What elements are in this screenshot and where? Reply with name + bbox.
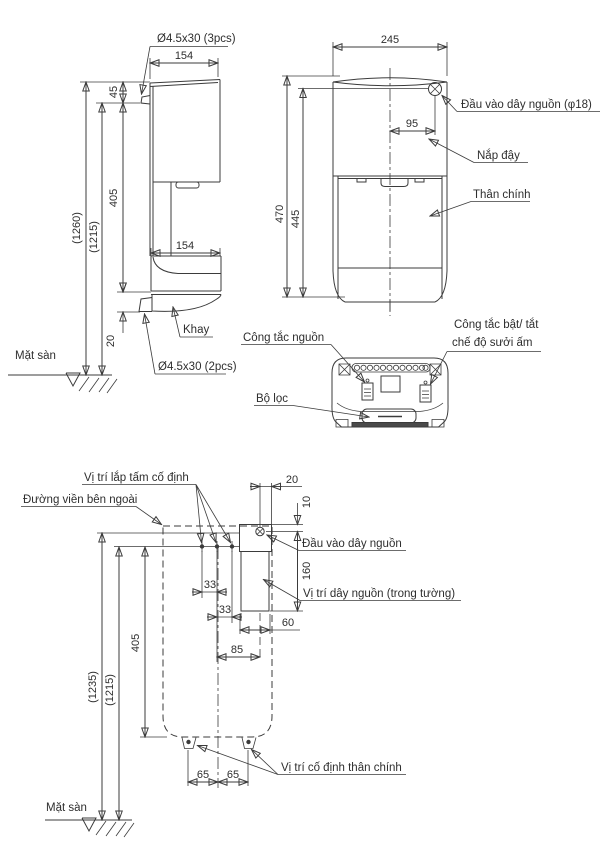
dim-160: 160 <box>301 562 313 580</box>
front-view: 245 470 445 95 Đầu vào dây nguồn (φ18) N… <box>274 34 600 312</box>
install-view: Vị trí lắp tấm cố định Đường viền bên ng… <box>21 471 461 837</box>
install-label-cable-position: Vị trí dây nguồn (trong tường) <box>264 580 462 601</box>
front-dim-inlet-offset: 95 <box>390 96 435 135</box>
floor-label-side: Mặt sàn <box>15 350 56 362</box>
install-dim-405: 405 <box>130 547 145 737</box>
front-dim-heights: 470 445 <box>274 76 428 297</box>
cover-label: Nắp đậy <box>477 149 520 162</box>
front-dim-width: 245 <box>333 34 447 76</box>
dim-65a: 65 <box>197 769 209 781</box>
dim-470: 470 <box>274 205 286 223</box>
front-label-main-body: Thân chính <box>430 189 531 216</box>
side-label-tray: Khay <box>173 307 213 337</box>
dim-85: 85 <box>231 644 243 656</box>
dim-1215-side: (1215) <box>88 221 100 253</box>
install-dim-160: 160 <box>270 532 313 612</box>
side-label-screws-bottom: Ø4.5x30 (2pcs) <box>145 314 237 374</box>
cable-region <box>241 552 269 612</box>
bottom-label-filter: Bộ lọc <box>254 393 369 417</box>
power-inlet-label-install: Đầu vào dây nguồn <box>302 538 402 550</box>
dim-20-install: 20 <box>286 474 298 486</box>
side-dim-45: 45 <box>108 82 123 103</box>
top-mount-tab <box>141 96 150 105</box>
side-dim-width-top: 154 <box>150 50 218 79</box>
dim-1235: (1235) <box>87 671 99 703</box>
dim-95: 95 <box>406 118 418 130</box>
heater-switch-label-line1: Công tắc bật/ tắt <box>454 318 539 331</box>
body-fixing-label: Vị trí cố định thân chính <box>281 762 402 774</box>
install-label-body-fixing: Vị trí cố định thân chính <box>198 746 407 775</box>
dim-1260: (1260) <box>71 212 83 244</box>
install-dim-33a: 33 <box>192 551 227 598</box>
install-dim-1235: (1235) <box>87 533 102 820</box>
dim-45: 45 <box>108 86 120 98</box>
dim-1215-install: (1215) <box>104 674 116 706</box>
bottom-mount-foot <box>139 298 152 312</box>
install-label-power-inlet: Đầu vào dây nguồn <box>267 535 406 551</box>
body-fixing-points <box>182 738 256 749</box>
floor-label-install: Mặt sàn <box>46 802 87 814</box>
floor-symbol-side <box>66 373 80 386</box>
power-switch-label: Công tắc nguồn <box>243 331 324 344</box>
dim-33a: 33 <box>204 579 216 591</box>
install-dim-33b: 33 <box>207 551 242 623</box>
outer-outline-label: Đường viền bên ngoài <box>23 494 137 506</box>
side-label-screws-top: Ø4.5x30 (3pcs) <box>142 33 236 94</box>
cable-position-label: Vị trí dây nguồn (trong tường) <box>303 588 455 600</box>
front-view-body-outline <box>333 68 447 312</box>
side-view: 154 Ø4.5x30 (3pcs) (1260) (1215) 45 405 <box>8 33 237 393</box>
fixing-plate <box>240 525 272 612</box>
power-inlet-label: Đầu vào dây nguồn (φ18) <box>461 99 592 111</box>
main-body-label: Thân chính <box>473 189 531 201</box>
front-label-cover: Nắp đậy <box>429 139 528 163</box>
bottom-label-power-switch: Công tắc nguồn <box>241 331 365 382</box>
dim-445: 445 <box>290 210 302 228</box>
bottom-center-port <box>381 376 400 392</box>
dim-154-top: 154 <box>175 50 193 62</box>
install-dim-20: 20 <box>250 474 302 527</box>
dim-65b: 65 <box>227 769 239 781</box>
floor-symbol-install <box>82 818 96 831</box>
dim-245: 245 <box>381 34 399 46</box>
side-dim-width-bottom: 154 <box>151 240 220 256</box>
screws-bottom-label: Ø4.5x30 (2pcs) <box>158 361 237 373</box>
heater-switch-label-line2: chế độ sưởi ấm <box>452 337 532 349</box>
install-dim-85: 85 <box>217 551 260 662</box>
heater-switch-shape <box>420 381 431 402</box>
side-dim-405: 405 <box>108 103 151 292</box>
install-label-outline: Đường viền bên ngoài <box>21 494 162 525</box>
dim-20-side: 20 <box>105 335 117 347</box>
dim-33b: 33 <box>219 604 231 616</box>
side-dim-1215: (1215) <box>88 103 140 375</box>
install-floor: Mặt sàn <box>45 802 134 837</box>
dim-154-bottom: 154 <box>176 240 194 252</box>
side-dim-1260: (1260) <box>71 82 150 375</box>
power-switch-shape <box>362 379 373 400</box>
bottom-view-outline <box>332 358 448 427</box>
install-dim-60: 60 <box>240 614 300 634</box>
vent-holes <box>354 365 428 370</box>
side-floor: Mặt sàn <box>8 350 117 393</box>
bottom-label-heater-switch: Công tắc bật/ tắt chế độ sưởi ấm <box>431 318 542 384</box>
base-gasket <box>352 423 428 428</box>
filter-label: Bộ lọc <box>256 393 288 405</box>
outer-contour <box>163 526 272 737</box>
plate-position-label: Vị trí lắp tấm cố định <box>84 471 189 484</box>
screws-top-label: Ø4.5x30 (3pcs) <box>157 33 236 45</box>
front-power-inlet <box>429 83 442 96</box>
dim-10: 10 <box>301 496 313 508</box>
install-dim-1215: (1215) <box>104 547 119 820</box>
dim-60: 60 <box>282 617 294 629</box>
install-dim-10: 10 <box>266 496 313 532</box>
dim-405-install: 405 <box>130 634 142 652</box>
tray-label: Khay <box>183 324 209 336</box>
install-label-plate: Vị trí lắp tấm cố định <box>82 471 231 543</box>
side-view-body-outline <box>139 80 221 312</box>
dim-405-side: 405 <box>108 189 120 207</box>
bottom-view: Công tắc nguồn Công tắc bật/ tắt chế độ … <box>241 300 541 427</box>
front-label-power-inlet: Đầu vào dây nguồn (φ18) <box>442 96 600 112</box>
